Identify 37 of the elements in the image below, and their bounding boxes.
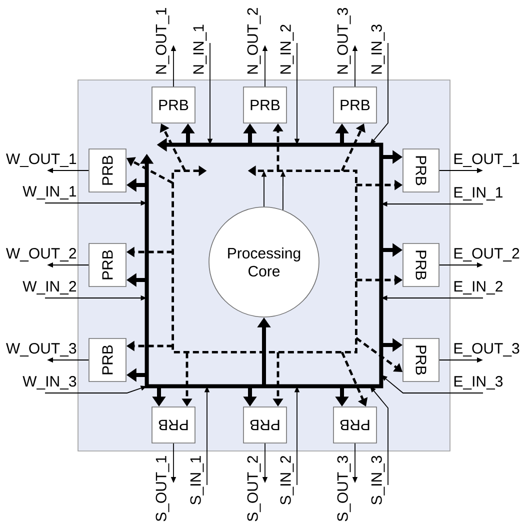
signal-label: S_IN_2 [280, 456, 294, 505]
prb-box: PRB [402, 148, 440, 192]
signal-label: S_IN_3 [371, 456, 385, 505]
prb-box: PRB [152, 86, 196, 124]
signal-label: W_OUT_1 [6, 154, 76, 167]
signal-label: E_OUT_3 [454, 343, 520, 356]
prb-box: PRB [333, 406, 377, 444]
signal-label: E_OUT_1 [454, 154, 520, 167]
signal-label: W_OUT_2 [6, 248, 76, 262]
signal-label: N_IN_2 [280, 24, 294, 74]
signal-label: N_OUT_2 [247, 8, 261, 74]
signal-label: W_IN_2 [22, 281, 76, 294]
signal-label: E_IN_3 [454, 376, 503, 390]
prb-box: PRB [243, 406, 287, 444]
signal-label: N_OUT_1 [156, 8, 170, 74]
signal-label: N_IN_1 [193, 24, 207, 74]
prb-box: PRB [88, 243, 126, 287]
prb-box: PRB [402, 338, 440, 382]
prb-box: PRB [402, 243, 440, 287]
prb-box: PRB [152, 406, 196, 444]
signal-label: W_IN_3 [22, 376, 76, 390]
prb-box: PRB [243, 86, 287, 124]
prb-box: PRB [88, 148, 126, 192]
signal-label: S_IN_1 [190, 456, 204, 505]
signal-label: N_OUT_3 [337, 8, 351, 74]
signal-label: S_OUT_1 [156, 456, 170, 522]
signal-label: S_OUT_3 [337, 456, 351, 522]
signal-label: E_OUT_2 [454, 248, 520, 262]
signal-label: W_IN_1 [22, 186, 76, 200]
signal-label: N_IN_3 [371, 24, 385, 74]
signal-label: S_OUT_2 [247, 456, 261, 522]
dashed-bus-loop [172, 166, 358, 354]
prb-box: PRB [333, 86, 377, 124]
signal-label: E_IN_1 [454, 187, 502, 200]
signal-label: E_IN_2 [454, 281, 502, 294]
signal-label: W_OUT_3 [6, 343, 76, 356]
prb-box: PRB [88, 338, 126, 382]
